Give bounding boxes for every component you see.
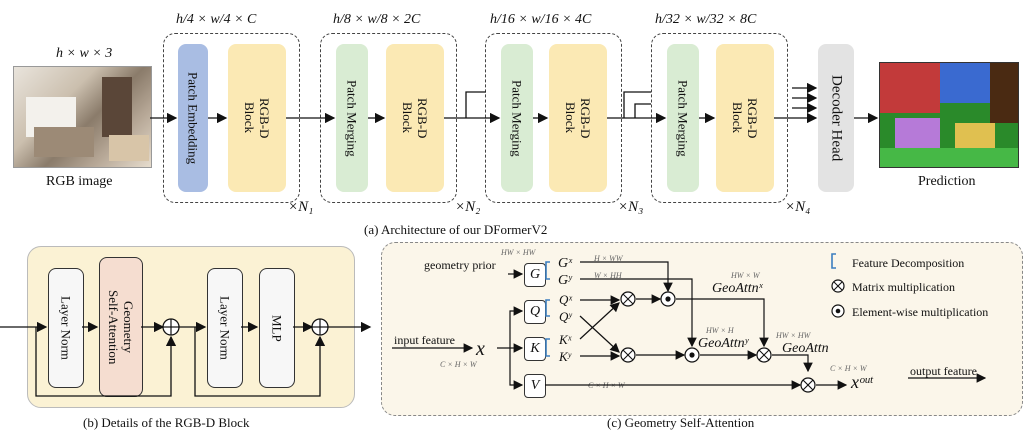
x-out-label: xᵒᵘᵗ (851, 372, 873, 392)
prediction-caption: Prediction (918, 174, 976, 189)
qx-label: Qˣ (559, 292, 573, 307)
gy-label: Gʸ (558, 273, 572, 288)
gx-dim: H × WW (594, 254, 623, 263)
geometry-attention-panel (381, 242, 1023, 416)
legend-feature-decomposition: Feature Decomposition (852, 256, 965, 270)
input-caption: RGB image (46, 174, 113, 189)
stage4-repeat: ×N₄ (785, 199, 811, 215)
stage2-repeat: ×N₂ (455, 199, 481, 215)
rgb-input-image (13, 66, 152, 168)
stage3-patch-merging: Patch Merging (501, 44, 533, 192)
stage4-patch-merging: Patch Merging (667, 44, 699, 192)
caption-b: (b) Details of the RGB-D Block (83, 415, 250, 430)
legend-symbols (831, 279, 845, 318)
legend-elementwise-mult: Element-wise multiplication (852, 305, 989, 319)
operator-circles-part-c (620, 291, 816, 393)
kx-label: Kˣ (559, 332, 572, 347)
prediction-image (879, 62, 1019, 168)
decoder-head: Decoder Head (818, 44, 854, 192)
layer-norm-1: Layer Norm (48, 268, 84, 388)
stage2-rgbd-block: RGB-D Block (386, 44, 444, 192)
arrows-part-c (392, 261, 987, 390)
caption-a: (a) Architecture of our DFormerV2 (364, 222, 548, 237)
x-symbol: x (476, 338, 485, 360)
stage1-repeat: ×N₁ (288, 199, 314, 215)
mlp-block: MLP (259, 268, 295, 388)
geometry-prior-label: geometry prior (424, 258, 496, 272)
stage1-rgbd-block: RGB-D Block (228, 44, 286, 192)
input-dim-label: h × w × 3 (56, 46, 113, 61)
decomposition-brackets (545, 253, 836, 357)
geoattn-label: GeoAttn (782, 341, 829, 356)
stage3-repeat: ×N₃ (618, 199, 644, 215)
geoattn-y-label: GeoAttnʸ (698, 336, 749, 351)
add-operators-part-b (162, 318, 329, 336)
stage3-rgbd-block: RGB-D Block (549, 44, 607, 192)
ky-label: Kʸ (559, 349, 571, 364)
geoattn-x-label: GeoAttnˣ (712, 281, 763, 296)
input-feature-label: input feature (394, 333, 455, 347)
layer-norm-2: Layer Norm (207, 268, 243, 388)
legend-matrix-mult: Matrix multiplication (852, 280, 955, 294)
v-box: V (524, 374, 546, 398)
attn-y-dim: HW × H (706, 326, 734, 335)
stage4-dim: h/32 × w/32 × 8C (655, 12, 757, 27)
out-dim: C × H × W (830, 364, 867, 373)
arrows-part-b (0, 321, 372, 397)
g-dim: HW × HW (501, 248, 536, 257)
caption-c: (c) Geometry Self-Attention (607, 415, 755, 430)
output-feature-label: output feature (910, 364, 977, 378)
arrows-part-a (150, 82, 879, 124)
stage1-dim: h/4 × w/4 × C (176, 12, 257, 27)
gy-dim: W × HH (594, 271, 622, 280)
stage2-dim: h/8 × w/8 × 2C (333, 12, 421, 27)
gx-label: Gˣ (558, 256, 573, 271)
attn-x-dim: HW × W (731, 271, 760, 280)
stage3-dim: h/16 × w/16 × 4C (490, 12, 592, 27)
stage4-rgbd-block: RGB-D Block (716, 44, 774, 192)
x-dim: C × H × W (440, 360, 477, 369)
qy-label: Qʸ (559, 309, 572, 324)
stage1-patch-embedding: Patch Embedding (178, 44, 208, 192)
attn-dim: HW × HW (776, 331, 811, 340)
stage2-patch-merging: Patch Merging (336, 44, 368, 192)
geometry-self-attention-block: Geometry Self-Attention (99, 257, 143, 397)
